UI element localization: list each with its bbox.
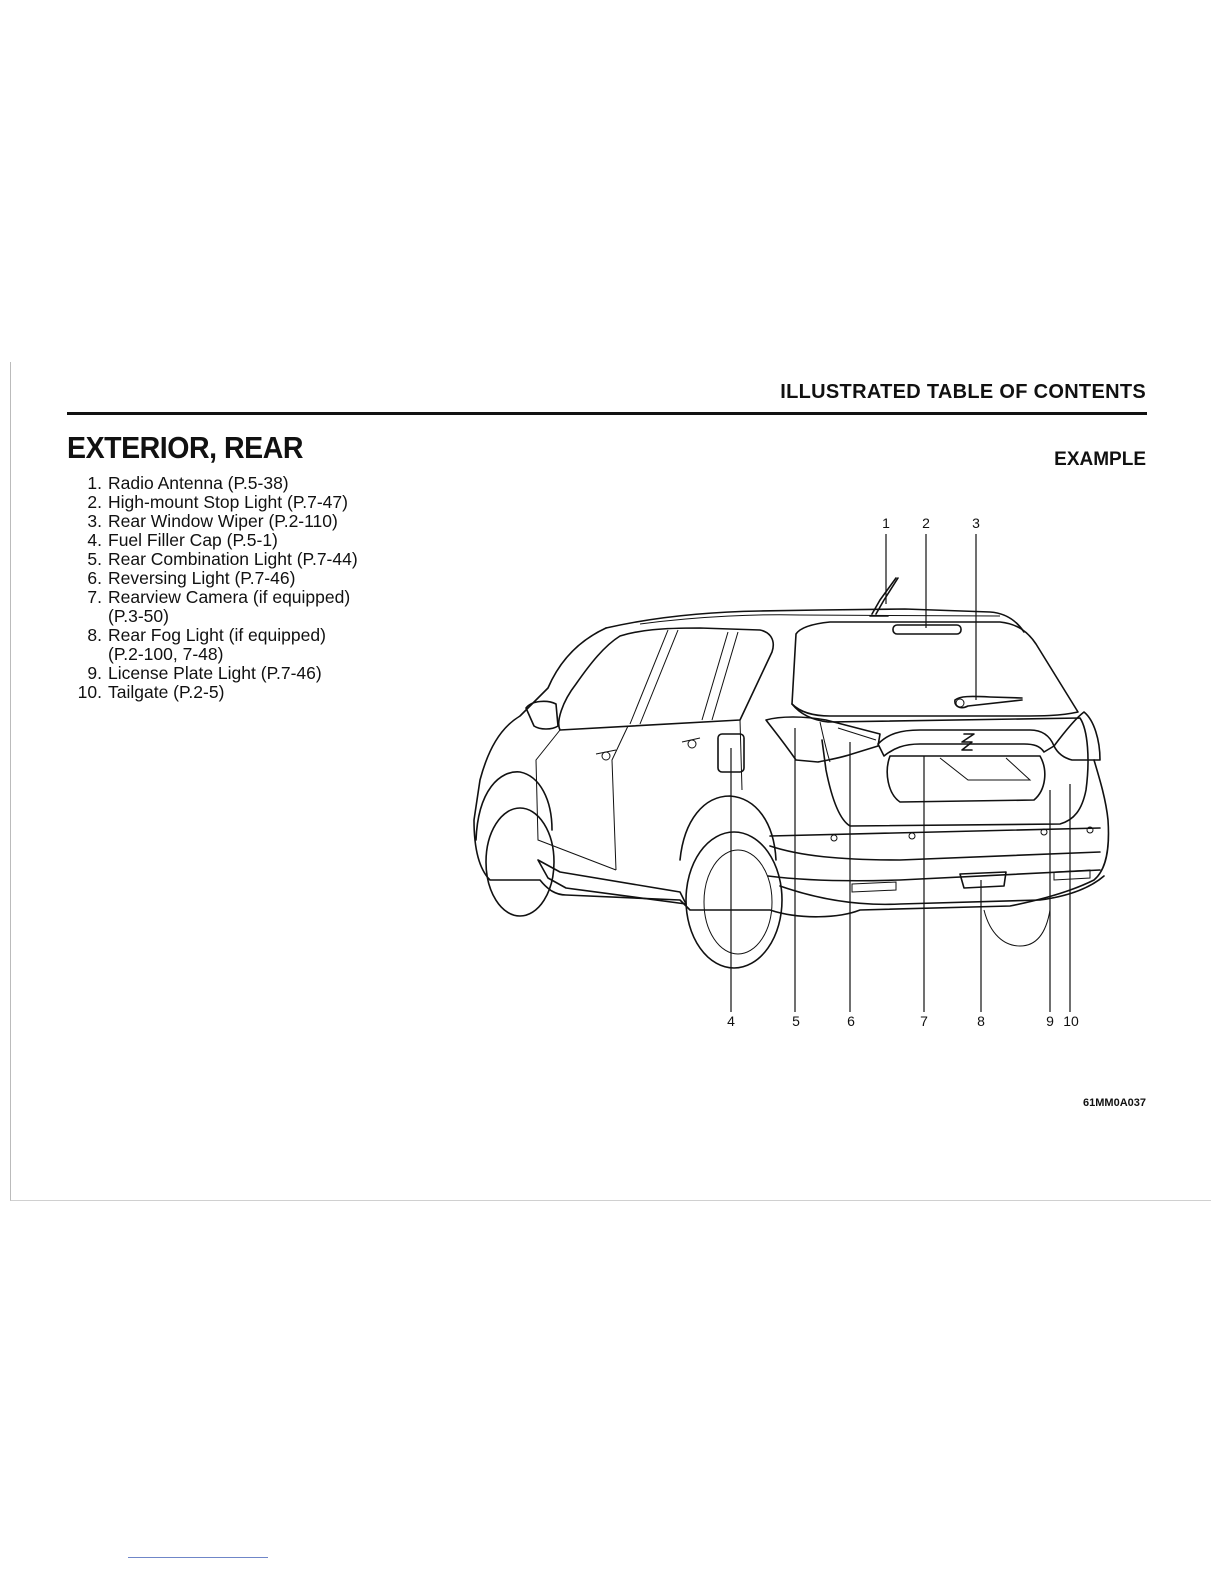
list-item: 2. High-mount Stop Light (P.7-47) [74,493,358,512]
item-number: 5. [87,549,102,569]
item-number: 10. [77,682,102,702]
list-item: 4. Fuel Filler Cap (P.5-1) [74,531,358,550]
callout-8: 8 [977,1013,985,1029]
roof-outline [605,608,1025,633]
list-item: 1. Radio Antenna (P.5-38) [74,474,358,493]
window-pillars [629,629,739,725]
item-text: Tailgate (P.2-5) [108,682,225,702]
right-rear-wheel [983,909,1051,947]
header-rule [67,412,1147,415]
list-item: 3. Rear Window Wiper (P.2-110) [74,512,358,531]
item-number: 6. [87,568,102,588]
parts-list: 1. Radio Antenna (P.5-38) 2. High-mount St… [74,474,358,702]
list-item: 8. Rear Fog Light (if equipped)(P.2-100, … [74,626,358,664]
item-text: High-mount Stop Light (P.7-47) [108,492,348,512]
high-mount-stop-light [892,624,962,635]
footer-link-underline [128,1557,268,1558]
callout-4: 4 [727,1013,735,1029]
tailgate [791,703,1089,827]
item-number: 7. [87,587,102,607]
item-text: Rear Window Wiper (P.2-110) [108,511,338,531]
rear-wheel-arch [679,795,777,861]
plate-light-lines [939,757,1032,781]
bumper-sensor [1040,828,1048,836]
left-reflector [851,881,897,893]
item-text: Rear Combination Light (P.7-44) [108,549,358,569]
rear-combination-light-left [765,716,881,763]
item-text: Radio Antenna (P.5-38) [108,473,289,493]
item-text-continued: (P.2-100, 7-48) [108,644,224,664]
door-lock-rear [687,739,697,749]
side-mirror [525,700,559,730]
callout-6: 6 [847,1013,855,1029]
example-label: EXAMPLE [1054,449,1146,470]
brand-logo [961,733,975,751]
rear-combination-light-right [1053,711,1101,761]
bumper-sensor [830,834,838,842]
running-header: ILLUSTRATED TABLE OF CONTENTS [780,381,1146,403]
callout-9: 9 [1046,1013,1054,1029]
door-lock-front [601,751,611,761]
door-lines [535,719,743,871]
tailgate-garnish [877,729,1055,757]
bumper-sensor [908,832,916,840]
item-text: License Plate Light (P.7-46) [108,663,322,683]
callout-1: 1 [882,515,890,531]
item-text: Rearview Camera (if equipped) [108,587,351,607]
side-windows [558,627,775,731]
radio-antenna [869,577,899,617]
list-item: 9. License Plate Light (P.7-46) [74,664,358,683]
list-item: 5. Rear Combination Light (P.7-44) [74,549,358,569]
rear-wheel [685,831,783,969]
bumper-sensor [1086,826,1094,834]
wiper-pivot [955,698,965,708]
door-handles [595,737,701,755]
list-item: 6. Reversing Light (P.7-46) [74,569,358,588]
item-number: 2. [87,492,102,512]
right-reflector [1053,869,1091,881]
illustration-code: 61MM0A037 [1083,1097,1146,1109]
item-number: 9. [87,663,102,683]
item-text: Reversing Light (P.7-46) [108,568,296,588]
callout-10: 10 [1063,1013,1079,1029]
body-side [473,627,1110,918]
item-text: Rear Fog Light (if equipped) [108,625,326,645]
bumper-lower [779,875,1105,906]
page-frame [10,362,1211,1201]
rear-fog-light [959,871,1007,889]
callout-7: 7 [920,1013,928,1029]
front-wheel-arch [475,771,553,841]
item-number: 8. [87,625,102,645]
reversing-light-segment [819,721,877,763]
item-number: 4. [87,530,102,550]
item-text: Fuel Filler Cap (P.5-1) [108,530,278,550]
item-number: 1. [87,473,102,493]
callout-3: 3 [972,515,980,531]
rear-window [791,621,1079,717]
list-item: 7. Rearview Camera (if equipped)(P.3-50) [74,588,358,626]
rear-wheel-rim [703,849,773,955]
license-plate-recess [886,755,1046,803]
roof-rail [639,614,1001,625]
section-title: EXTERIOR, REAR [67,430,304,465]
rear-wiper [954,695,1023,709]
callout-5: 5 [792,1013,800,1029]
callout-2: 2 [922,515,930,531]
item-text-continued: (P.3-50) [108,606,169,626]
item-number: 3. [87,511,102,531]
list-item: 10. Tailgate (P.2-5) [74,683,358,702]
front-wheel [485,807,555,917]
